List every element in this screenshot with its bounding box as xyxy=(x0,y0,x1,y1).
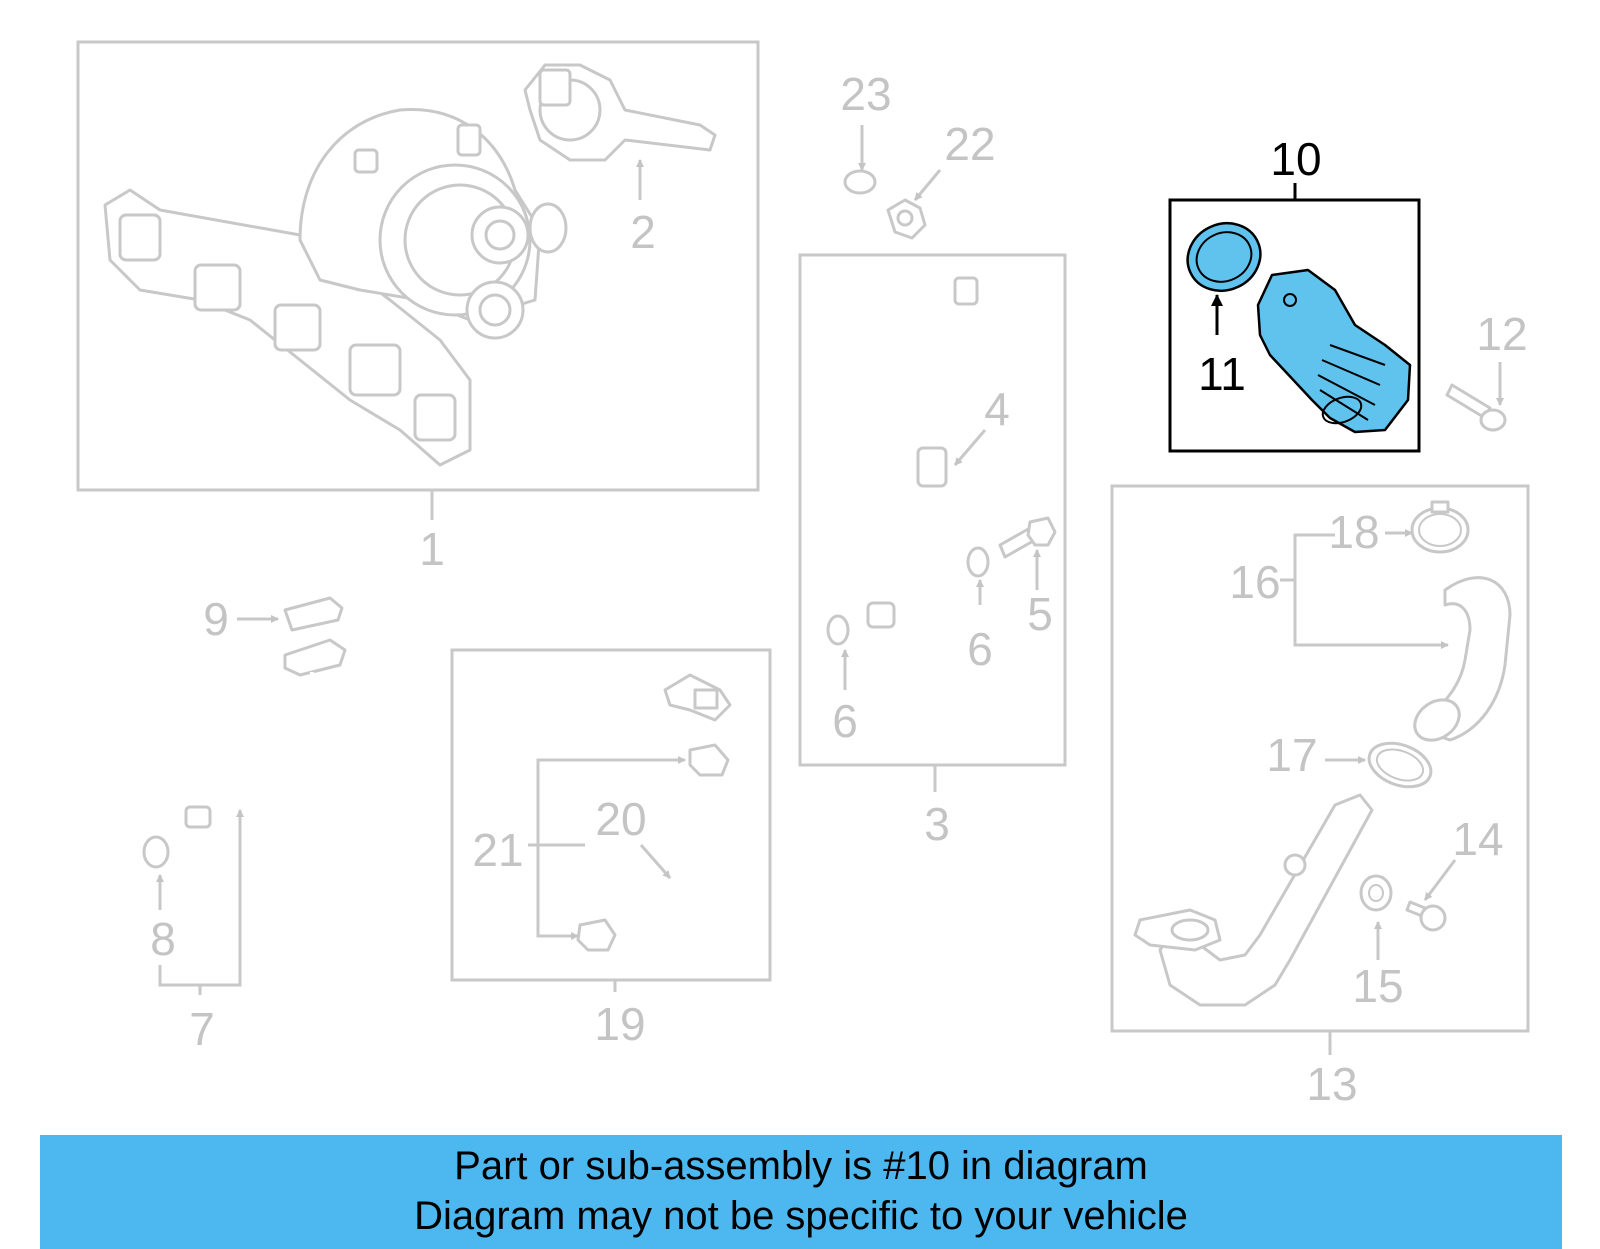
callout-17: 17 xyxy=(1266,729,1317,781)
solenoid-valve-part xyxy=(663,673,732,722)
banjo-bolt-part xyxy=(998,516,1057,559)
callout-7: 7 xyxy=(189,1003,215,1055)
gasket-11-part xyxy=(1186,222,1262,292)
parts-diagram: 2 1 4 5 6 6 3 23 xyxy=(76,40,1530,1110)
egr-cooler-outlet-part xyxy=(1256,268,1412,434)
washer-6b xyxy=(966,546,990,578)
washer-6a xyxy=(826,614,850,646)
group-oil-feed-line: 4 5 6 6 3 xyxy=(798,253,1067,850)
callout-20: 20 xyxy=(595,793,646,845)
group-10-highlighted: 10 11 xyxy=(1168,133,1421,453)
callout-13: 13 xyxy=(1306,1058,1357,1110)
callout-23: 23 xyxy=(840,68,891,120)
group-vacuum-hose: 21 20 19 xyxy=(450,648,772,1050)
group-turbocharger: 2 1 xyxy=(76,40,760,575)
clamp-21-lower xyxy=(576,918,617,952)
turbocharger-part xyxy=(298,108,568,340)
exhaust-manifold-part xyxy=(103,188,472,467)
callout-10: 10 xyxy=(1270,133,1321,185)
washer-8 xyxy=(142,835,170,869)
gasket-9-part xyxy=(283,596,344,632)
callout-6b: 6 xyxy=(967,623,993,675)
banner-line-2: Diagram may not be specific to your vehi… xyxy=(414,1194,1188,1238)
callout-18: 18 xyxy=(1328,506,1379,558)
charge-air-pipe-part xyxy=(1133,793,1374,1007)
callout-3: 3 xyxy=(924,798,950,850)
group-box-3 xyxy=(798,253,1067,767)
group-intercooler-pipes: 16 18 17 14 xyxy=(1110,484,1530,1110)
clamp-21-upper xyxy=(688,743,730,777)
callout-6a: 6 xyxy=(832,695,858,747)
callout-15: 15 xyxy=(1352,960,1403,1012)
bolt-14-part xyxy=(1405,900,1447,932)
hose-16-part xyxy=(1413,576,1512,742)
callout-12: 12 xyxy=(1476,308,1527,360)
callout-16: 16 xyxy=(1229,556,1280,608)
vacuum-hose-20-part xyxy=(619,787,721,938)
callout-14: 14 xyxy=(1452,813,1503,865)
group-box-10 xyxy=(1168,198,1421,453)
pipe-bracket xyxy=(916,446,948,488)
callout-19: 19 xyxy=(594,998,645,1050)
callout-8: 8 xyxy=(150,913,176,965)
oil-feed-pipe-part xyxy=(866,276,988,629)
callout-4: 4 xyxy=(984,383,1010,435)
bolt-12: 12 xyxy=(1445,308,1528,432)
pipe-bracket xyxy=(1283,853,1307,877)
group-box-1 xyxy=(76,40,760,492)
info-banner: Part or sub-assembly is #10 in diagram D… xyxy=(40,1135,1562,1249)
callout-9: 9 xyxy=(203,593,229,645)
o-ring-23 xyxy=(843,169,877,195)
group-box-19 xyxy=(450,648,772,982)
callout-22: 22 xyxy=(944,118,995,170)
group-box-13 xyxy=(1110,484,1530,1033)
grommet-15-part xyxy=(1359,874,1393,912)
callout-2: 2 xyxy=(630,206,656,258)
clamp-18-part xyxy=(1410,500,1470,554)
callout-21: 21 xyxy=(472,824,523,876)
callout-5: 5 xyxy=(1027,588,1053,640)
banner-line-1: Part or sub-assembly is #10 in diagram xyxy=(454,1144,1148,1188)
group-oil-return-line: 9 8 7 xyxy=(142,593,347,1055)
clamp-17-part xyxy=(1367,741,1433,789)
fitting-part-22 xyxy=(886,198,927,240)
callout-1: 1 xyxy=(419,523,445,575)
wastegate-actuator-part xyxy=(523,63,717,162)
oil-return-pipe-part xyxy=(184,805,212,829)
callout-11: 11 xyxy=(1198,348,1246,400)
fitting-22-23: 23 22 xyxy=(840,68,996,240)
